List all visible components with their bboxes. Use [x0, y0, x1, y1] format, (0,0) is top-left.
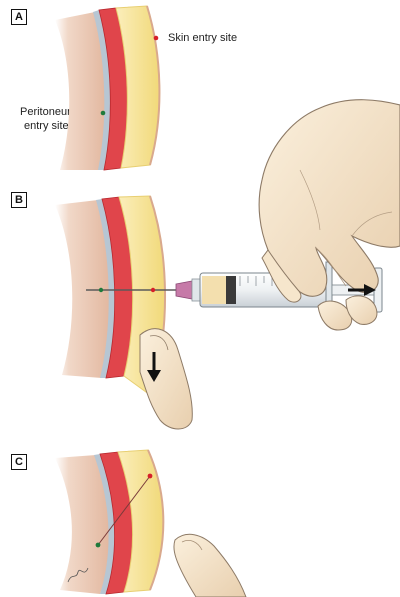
skin-entry-dot	[154, 36, 159, 41]
panel-b-peritoneum-dot	[99, 288, 103, 292]
panel-c-hand	[174, 534, 246, 597]
peritoneum-entry-dot	[101, 111, 106, 116]
panel-a-tissue	[55, 6, 159, 170]
panel-c-tissue	[55, 450, 163, 594]
panel-c-peritoneum-dot	[96, 543, 101, 548]
panel-b-skin-dot	[151, 288, 155, 292]
panel-c-skin-dot	[148, 474, 153, 479]
panel-b-lower-hand	[140, 329, 192, 429]
